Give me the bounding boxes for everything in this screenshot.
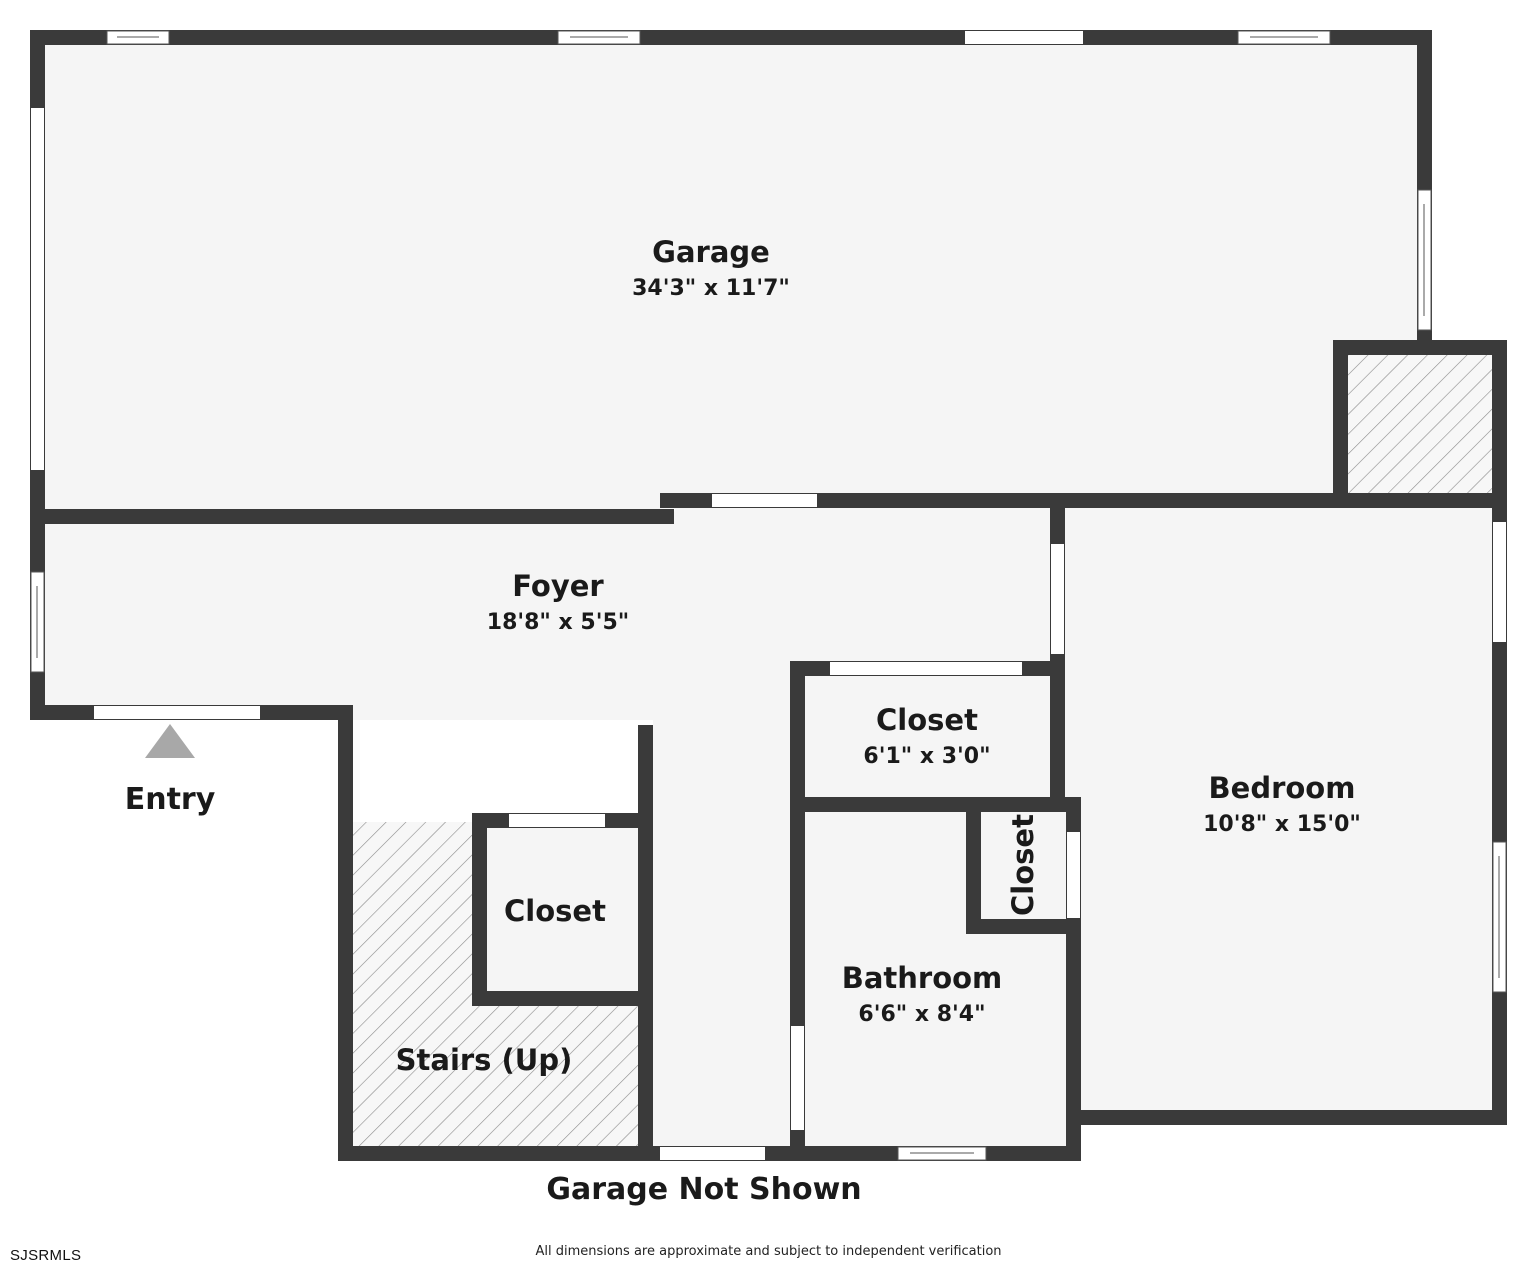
- entry-door-opening: [94, 706, 260, 719]
- floors: [44, 44, 1493, 1148]
- door-opening: [1051, 544, 1064, 654]
- wall: [966, 797, 981, 934]
- closet-top-floor: [805, 676, 1051, 798]
- wall: [338, 705, 353, 1161]
- bedroom-dims: 10'8" x 15'0": [1203, 812, 1361, 837]
- stairs-name: Stairs (Up): [396, 1043, 573, 1077]
- wall: [472, 813, 487, 1006]
- bathroom-dims: 6'6" x 8'4": [858, 1002, 985, 1027]
- door-opening: [712, 494, 817, 507]
- wall: [1492, 340, 1507, 1125]
- brand-watermark: SJSRMLS: [10, 1247, 82, 1264]
- door-opening: [1067, 832, 1080, 918]
- disclaimer-text: All dimensions are approximate and subje…: [535, 1244, 1002, 1259]
- wall: [660, 493, 1507, 508]
- wall: [30, 509, 674, 524]
- wall: [30, 30, 1432, 45]
- closet-vertical-name: Closet: [1006, 814, 1040, 916]
- closet-vertical-floor: [981, 811, 1067, 919]
- entry-arrow-icon: [145, 724, 195, 758]
- openings: [30, 30, 1507, 1161]
- door-opening: [830, 662, 1022, 675]
- wall: [638, 725, 653, 1161]
- garage-floor: [44, 44, 1424, 509]
- wall: [966, 919, 1080, 934]
- closet-small-name: Closet: [504, 894, 606, 928]
- door-opening: [965, 31, 1083, 44]
- door-opening: [509, 814, 605, 827]
- door-opening: [31, 108, 44, 470]
- foyer-name: Foyer: [512, 569, 604, 603]
- closet-small-floor: [486, 828, 638, 994]
- wall: [1066, 1110, 1507, 1125]
- garage-dims: 34'3" x 11'7": [632, 276, 790, 301]
- wall: [472, 991, 652, 1006]
- bathroom-name: Bathroom: [842, 961, 1003, 995]
- door-opening: [1493, 522, 1506, 642]
- chimney-hatched: [1347, 354, 1493, 494]
- door-opening: [791, 1026, 804, 1130]
- garage-not-shown-note: Garage Not Shown: [546, 1172, 861, 1207]
- foyer-dims: 18'8" x 5'5": [487, 610, 629, 635]
- wall: [790, 797, 1080, 812]
- closet-top-dims: 6'1" x 3'0": [863, 744, 990, 769]
- bedroom-name: Bedroom: [1209, 771, 1356, 805]
- wall: [1333, 340, 1348, 508]
- door-opening: [660, 1147, 765, 1160]
- closet-top-name: Closet: [876, 703, 978, 737]
- bedroom-floor: [1065, 508, 1493, 1110]
- wall: [1333, 340, 1507, 355]
- entry-label: Entry: [125, 782, 216, 817]
- garage-name: Garage: [652, 235, 770, 269]
